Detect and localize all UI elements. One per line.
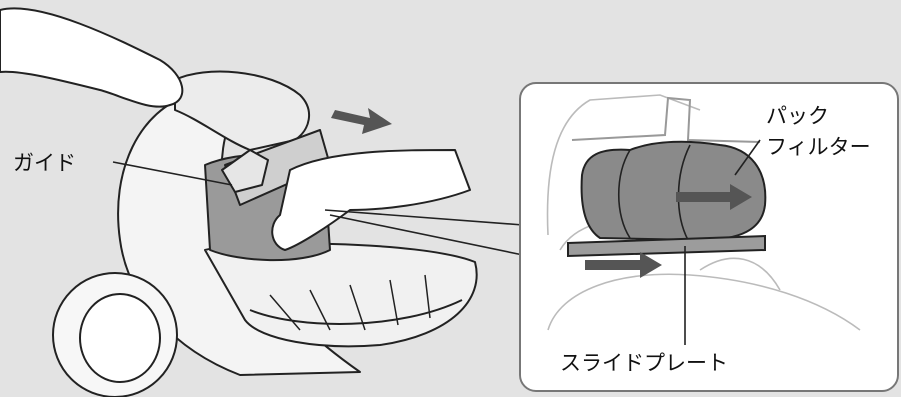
slide-plate-label: スライドプレート	[560, 350, 728, 376]
zoom-inset	[520, 83, 898, 391]
pull-direction-arrow	[331, 108, 392, 134]
vacuum-wheel-hub	[80, 294, 160, 382]
hand-bottom	[272, 150, 470, 250]
pack-filter-label-line2: フィルター	[766, 134, 871, 160]
zoom-leader-top	[325, 210, 523, 225]
guide-label: ガイド	[13, 150, 76, 176]
pack-filter-label-line1: パック	[766, 103, 829, 129]
vacuum-cleaner	[0, 8, 477, 397]
hand-top	[0, 8, 182, 106]
